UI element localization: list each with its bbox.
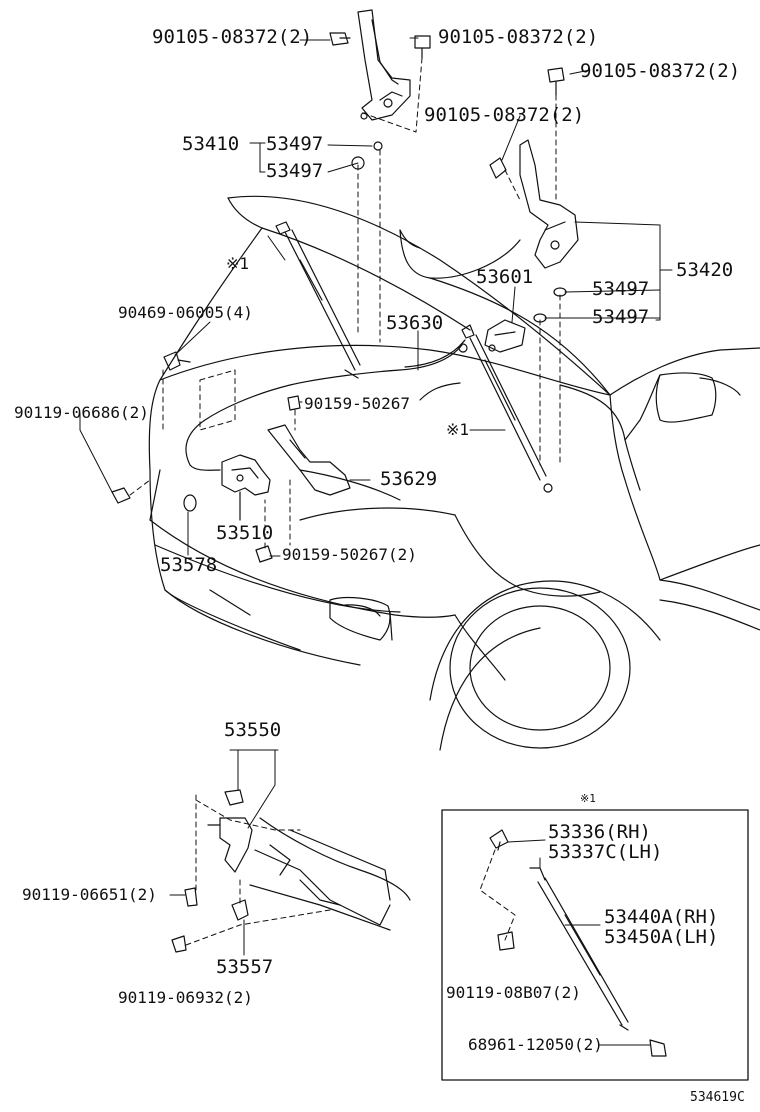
callout-cushion: 53578 [160, 554, 218, 576]
callout-bolt-cable-upper: 90159-50267 [304, 394, 410, 413]
callout-bolt-hook: 90119-06651(2) [22, 885, 157, 904]
safety-hook-leaders [169, 749, 279, 956]
safety-hook-dashed [185, 794, 331, 946]
callout-hinge-bolt-b: 90105-08372(2) [438, 26, 599, 48]
vehicle-body [148, 195, 760, 751]
inset-leaders [507, 839, 651, 1046]
callout-hood-stay-rh: 53440A(RH) [604, 906, 719, 928]
bolt-cable-lower-shape [255, 545, 273, 563]
callout-safety-hook: 53550 [224, 719, 282, 741]
callout-lock-support: 53629 [380, 468, 438, 490]
release-cable [185, 339, 468, 471]
dashed-leaders [129, 57, 561, 549]
callout-bolt-cable-lower: 90159-50267(2) [282, 545, 417, 564]
callout-hook-bracket: 53557 [216, 956, 274, 978]
lock-support [267, 424, 351, 496]
callout-clip: 90469-06005(4) [118, 303, 253, 322]
callout-stay-bracket-rh: 53336(RH) [548, 821, 651, 843]
callout-strut-marker-right: ※1 [446, 420, 470, 439]
catalog-reference: 534619C [690, 1090, 745, 1105]
callout-hinge-rh-cushion-1: 53497 [592, 278, 650, 300]
safety-hook-view [171, 789, 411, 953]
callout-hinge-lh-cushion-1: 53497 [266, 133, 324, 155]
callout-bolt-stay: 90119-08B07(2) [446, 983, 581, 1002]
clip-part [163, 351, 191, 371]
leader-lines [79, 37, 673, 557]
callout-hinge-bolt-d: 90105-08372(2) [424, 104, 585, 126]
inset-box [441, 809, 749, 1081]
callout-bolt-bracket: 90119-06932(2) [118, 988, 253, 1007]
callout-hood-stay-lh: 53450A(LH) [604, 926, 719, 948]
callout-hinge-bolt-c: 90105-08372(2) [580, 60, 741, 82]
callout-hinge-lh-cushion-2: 53497 [266, 160, 324, 182]
callout-strut-marker-left: ※1 [226, 254, 250, 273]
inset-marker: ※1 [580, 792, 596, 805]
callout-ball-stud: 68961-12050(2) [468, 1035, 603, 1054]
callout-hood-lock: 53510 [216, 522, 274, 544]
hood-struts [275, 221, 553, 493]
callout-release-cable: 53630 [386, 312, 444, 334]
callout-bolt-lock: 90119-06686(2) [14, 403, 149, 422]
inset-dashed [479, 849, 516, 941]
callout-hinge-rh: 53420 [676, 259, 734, 281]
callout-lock-control-lever: 53601 [476, 266, 534, 288]
callout-stay-bracket-lh: 53337C(LH) [548, 841, 663, 863]
bolt-cable-upper-shape [287, 395, 301, 411]
callout-hinge-rh-cushion-2: 53497 [592, 306, 650, 328]
hood-lock-assembly [111, 454, 271, 521]
callout-hinge-lh: 53410 [182, 133, 240, 155]
lock-control-lever [484, 319, 526, 353]
callout-hinge-bolt-a: 90105-08372(2) [152, 26, 313, 48]
